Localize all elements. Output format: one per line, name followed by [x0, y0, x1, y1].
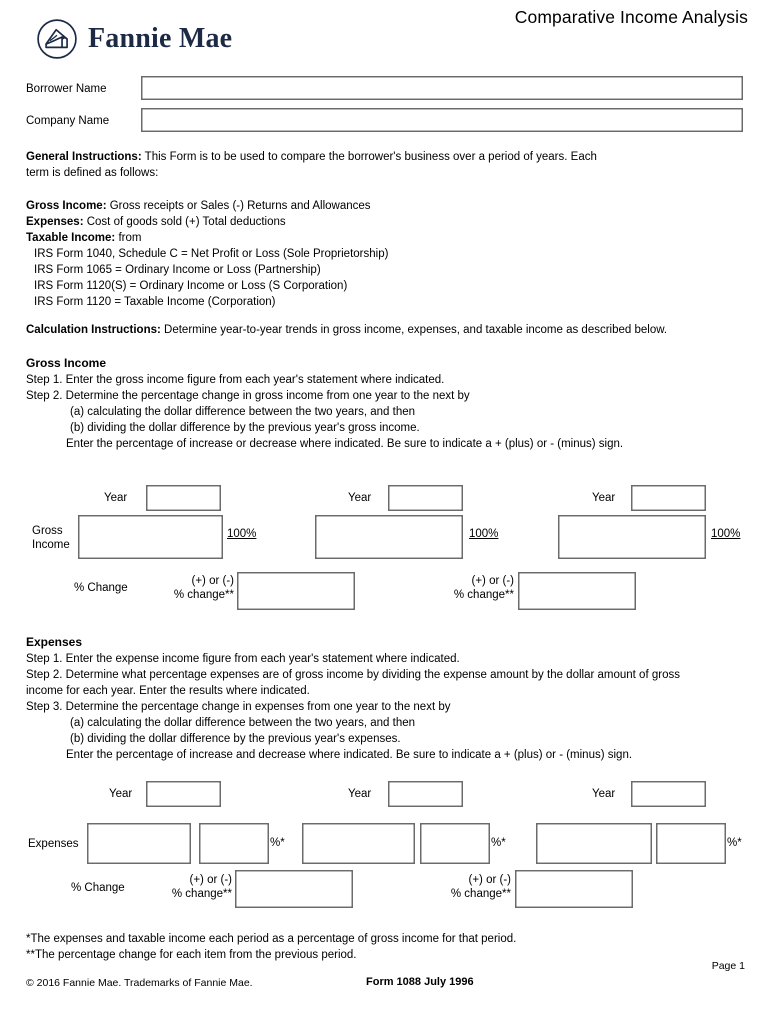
expenses-amount-input-1[interactable] — [87, 823, 191, 864]
expenses-pct-input-2[interactable] — [420, 823, 490, 864]
gross-change-sub-1-line2: % change** — [173, 589, 234, 601]
expenses-change-sub-1-line1: (+) or (-) — [189, 874, 232, 886]
expenses-change-input-1[interactable] — [235, 870, 353, 908]
expenses-change-sub-1-line2: % change** — [171, 888, 232, 900]
gross-income-row-label: Gross Income — [32, 524, 70, 552]
borrower-name-label: Borrower Name — [26, 83, 107, 95]
gross-income-definition: Gross Income: Gross receipts or Sales (-… — [26, 199, 371, 215]
irs-form-line: IRS Form 1065 = Ordinary Income or Loss … — [34, 264, 321, 276]
expenses-definition: Expenses: Cost of goods sold (+) Total d… — [26, 215, 286, 231]
gross-year-label-3: Year — [592, 492, 616, 504]
irs-form-line: IRS Form 1120(S) = Ordinary Income or Lo… — [34, 280, 348, 292]
gross-change-sub-2: (+) or (-) % change** — [418, 574, 514, 602]
general-instructions-block: General Instructions: This Form is to be… — [26, 150, 597, 166]
expenses-step1: Step 1. Enter the expense income figure … — [26, 653, 460, 665]
gross-change-input-2[interactable] — [518, 572, 636, 610]
irs-form-line: IRS Form 1040, Schedule C = Net Profit o… — [34, 248, 389, 260]
expenses-amount-input-3[interactable] — [536, 823, 652, 864]
taxable-income-definition-label: Taxable Income: — [26, 232, 116, 244]
gross-income-amount-input-3[interactable] — [558, 515, 706, 559]
borrower-name-input[interactable] — [141, 76, 743, 100]
gross-income-section-heading: Gross Income — [26, 356, 107, 370]
gross-change-input-1[interactable] — [237, 572, 355, 610]
logo-wordmark: Fannie Mae — [88, 23, 233, 54]
taxable-income-definition: Taxable Income: from — [26, 231, 141, 247]
gross-income-pct100-3: 100% — [711, 528, 741, 540]
expenses-pct-star-3: %* — [727, 837, 742, 849]
expenses-amount-input-2[interactable] — [302, 823, 415, 864]
expenses-change-sub-2-line2: % change** — [450, 888, 511, 900]
gross-year-input-2[interactable] — [388, 485, 463, 511]
expenses-change-sub-1: (+) or (-) % change** — [136, 873, 232, 901]
copyright-text: © 2016 Fannie Mae. Trademarks of Fannie … — [26, 977, 253, 989]
calculation-instructions-block: Calculation Instructions: Determine year… — [26, 323, 667, 339]
expenses-step3c: Enter the percentage of increase and dec… — [66, 749, 633, 761]
expenses-step2-line2: income for each year. Enter the results … — [26, 685, 310, 697]
gross-year-input-1[interactable] — [146, 485, 221, 511]
expenses-definition-label: Expenses: — [26, 216, 84, 228]
gross-income-amount-input-2[interactable] — [315, 515, 463, 559]
fannie-mae-house-logo-icon — [37, 19, 77, 59]
expenses-step3: Step 3. Determine the percentage change … — [26, 701, 451, 713]
expenses-year-input-2[interactable] — [388, 781, 463, 807]
expenses-section-heading: Expenses — [26, 635, 83, 649]
gross-change-sub-1: (+) or (-) % change** — [138, 574, 234, 602]
expenses-pct-input-3[interactable] — [656, 823, 726, 864]
fannie-mae-logo: Fannie Mae — [36, 18, 232, 60]
gross-change-label: % Change — [74, 582, 128, 594]
gross-income-pct100-2: 100% — [469, 528, 499, 540]
company-name-label: Company Name — [26, 115, 110, 127]
calculation-instructions-heading: Calculation Instructions: — [26, 324, 161, 336]
gross-year-label-1: Year — [104, 492, 128, 504]
general-instructions-heading: General Instructions: — [26, 151, 142, 163]
gross-income-step2b: (b) dividing the dollar difference by th… — [70, 422, 420, 434]
expenses-year-label-2: Year — [348, 788, 372, 800]
expenses-change-sub-2: (+) or (-) % change** — [415, 873, 511, 901]
expenses-pct-input-1[interactable] — [199, 823, 269, 864]
expenses-step3b: (b) dividing the dollar difference by th… — [70, 733, 401, 745]
page-title: Comparative Income Analysis — [514, 7, 748, 27]
gross-income-row-label-line2: Income — [32, 539, 70, 551]
expenses-step3a: (a) calculating the dollar difference be… — [70, 717, 415, 729]
expenses-year-label-3: Year — [592, 788, 616, 800]
gross-income-row-label-line1: Gross — [32, 525, 63, 537]
footnote-single-star: *The expenses and taxable income each pe… — [26, 933, 517, 945]
gross-change-sub-1-line1: (+) or (-) — [191, 575, 234, 587]
gross-income-step2: Step 2. Determine the percentage change … — [26, 390, 470, 402]
expenses-pct-star-2: %* — [491, 837, 506, 849]
general-instructions-line2: term is defined as follows: — [26, 167, 159, 179]
expenses-change-sub-2-line1: (+) or (-) — [468, 874, 511, 886]
page-number: Page 1 — [711, 960, 745, 972]
gross-income-step2c: Enter the percentage of increase or decr… — [66, 438, 624, 450]
gross-income-pct100-1: 100% — [227, 528, 257, 540]
taxable-income-definition-text: from — [118, 232, 142, 244]
footnote-double-star: **The percentage change for each item fr… — [26, 949, 357, 961]
gross-change-sub-2-line1: (+) or (-) — [471, 575, 514, 587]
expenses-year-input-3[interactable] — [631, 781, 706, 807]
gross-income-step1: Step 1. Enter the gross income figure fr… — [26, 374, 445, 386]
expenses-change-label: % Change — [71, 882, 125, 894]
general-instructions-line1: This Form is to be used to compare the b… — [144, 151, 597, 163]
expenses-year-label-1: Year — [109, 788, 133, 800]
gross-income-definition-label: Gross Income: — [26, 200, 107, 212]
form-id-text: Form 1088 July 1996 — [366, 976, 474, 988]
expenses-step2-line1: Step 2. Determine what percentage expens… — [26, 669, 680, 681]
gross-income-definition-text: Gross receipts or Sales (-) Returns and … — [109, 200, 371, 212]
gross-income-step2a: (a) calculating the dollar difference be… — [70, 406, 415, 418]
gross-income-amount-input-1[interactable] — [78, 515, 223, 559]
expenses-definition-text: Cost of goods sold (+) Total deductions — [86, 216, 286, 228]
expenses-year-input-1[interactable] — [146, 781, 221, 807]
calculation-instructions-text: Determine year-to-year trends in gross i… — [164, 324, 668, 336]
expenses-change-input-2[interactable] — [515, 870, 633, 908]
expenses-pct-star-1: %* — [270, 837, 285, 849]
irs-form-line: IRS Form 1120 = Taxable Income (Corporat… — [34, 296, 276, 308]
expenses-row-label: Expenses — [28, 838, 79, 850]
gross-year-input-3[interactable] — [631, 485, 706, 511]
gross-year-label-2: Year — [348, 492, 372, 504]
company-name-input[interactable] — [141, 108, 743, 132]
gross-change-sub-2-line2: % change** — [453, 589, 514, 601]
